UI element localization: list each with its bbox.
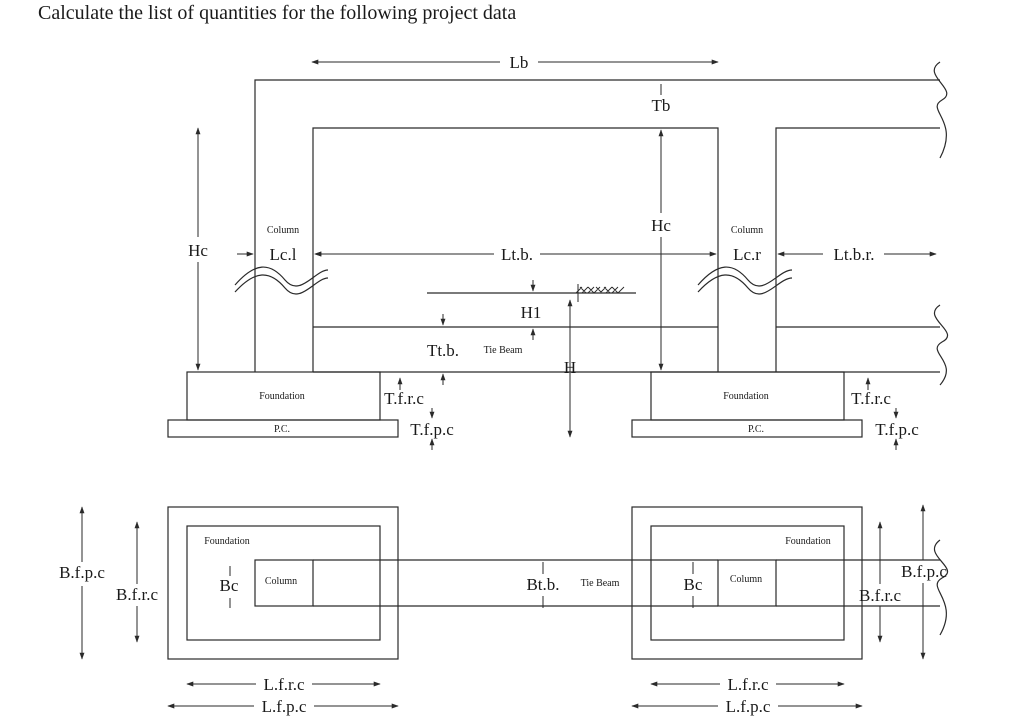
frame-inner-left-line [312,127,719,372]
plan-break-symbol [933,539,949,636]
bc-left-label: Bc [220,576,239,595]
lb-label: Lb [510,53,529,72]
tfpc-right-label: T.f.p.c [875,420,919,439]
elevation-view: Lb Tb Hc Hc Column Column Lc.l Lt.b. Lc.… [167,53,949,450]
plan-pc-left [167,506,399,660]
plan-view: Foundation Foundation Column Column Bc B… [59,504,949,716]
plan-tie-beam [313,559,940,607]
plan-column-right [717,559,777,607]
hc-mid-label: Hc [651,216,671,235]
tfrc-left-label: T.f.r.c [384,389,424,408]
page-title: Calculate the list of quantities for the… [38,2,517,24]
plan-column-left [254,559,314,607]
plan-foundation-right [650,525,845,641]
break-symbol-mid [933,304,949,386]
pc-right-label: P.C. [748,424,764,435]
bfrc-right-label: B.f.r.c [859,586,901,605]
column-right-label: Column [731,225,763,236]
bfpc-left-label: B.f.p.c [59,563,105,582]
plan-foundation-left [186,525,381,641]
h1-label: H1 [521,303,542,322]
plan-column-left-label: Column [265,576,297,587]
ltbr-label: Lt.b.r. [833,245,874,264]
column-break-right [697,266,793,295]
h-label: H [564,358,576,377]
tie-beam-label: Tie Beam [484,345,523,356]
column-left-label: Column [267,225,299,236]
plain-concrete-left [167,419,399,438]
lfpc-left-label: L.f.p.c [262,697,307,716]
btb-label: Bt.b. [526,575,559,594]
plain-concrete-right [631,419,863,438]
plan-tie-beam-label: Tie Beam [581,578,620,589]
foundation-left-label: Foundation [259,391,305,402]
plan-column-right-label: Column [730,574,762,585]
lfpc-right-label: L.f.p.c [726,697,771,716]
ltb-label: Lt.b. [501,245,533,264]
lfrc-left-label: L.f.r.c [263,675,305,694]
plan-pc-right [631,506,863,660]
bfpc-right-label: B.f.p.c [901,562,947,581]
hc-left-label: Hc [188,241,208,260]
tb-label: Tb [652,96,671,115]
lcr-label: Lc.r [733,245,761,264]
tfpc-left-label: T.f.p.c [410,420,454,439]
foundation-right-label: Foundation [723,391,769,402]
frame-right-column-line [775,127,940,372]
plan-foundation-left-label: Foundation [204,536,250,547]
tfrc-right-label: T.f.r.c [851,389,891,408]
lcl-label: Lc.l [270,245,297,264]
soil-hatch [575,284,625,302]
column-break-left [234,266,329,295]
pc-left-label: P.C. [274,424,290,435]
ttb-label: Tt.b. [427,341,459,360]
break-symbol-top [933,61,948,159]
bfrc-left-label: B.f.r.c [116,585,158,604]
plan-foundation-right-label: Foundation [785,536,831,547]
lfrc-right-label: L.f.r.c [727,675,769,694]
frame-outer-line [254,79,940,372]
bc-right-label: Bc [684,575,703,594]
